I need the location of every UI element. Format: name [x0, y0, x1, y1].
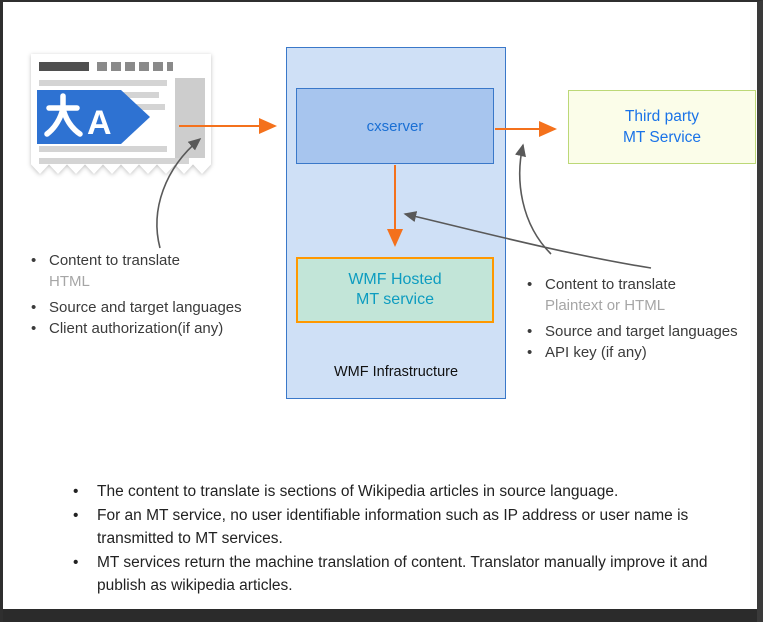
third-party-label-line2: MT Service	[622, 129, 702, 146]
wmf-hosted-mt-box: WMF Hosted MT service	[296, 257, 494, 323]
footnote-item: MT services return the machine translati…	[69, 551, 729, 597]
latin-a-glyph: A	[87, 104, 112, 142]
article-text-line	[39, 146, 167, 152]
translate-icon: A	[37, 90, 150, 144]
list-item: Content to translate	[521, 274, 757, 295]
article-text-line	[39, 80, 167, 86]
wmf-infrastructure-label: WMF Infrastructure	[333, 364, 459, 380]
article-image-placeholder	[175, 78, 205, 158]
footnote-item: The content to translate is sections of …	[69, 480, 729, 503]
list-item: Content to translate	[25, 250, 290, 271]
hosted-label-line1: WMF Hosted	[348, 271, 442, 288]
list-item: Client authorization(if any)	[25, 318, 290, 339]
window-bottom-edge	[3, 609, 757, 622]
cjk-da-glyph	[44, 93, 83, 137]
list-item-muted: HTML	[49, 273, 90, 290]
third-party-mt-box: Third party MT Service	[568, 90, 756, 164]
list-item-muted: Plaintext or HTML	[545, 297, 666, 314]
third-party-label-line1: Third party	[624, 108, 700, 125]
arrow-right-notes-to-third-party-link	[515, 143, 552, 255]
list-item: Source and target languages	[521, 321, 757, 342]
hosted-label-line2: MT service	[356, 291, 434, 308]
list-item: API key (if any)	[521, 342, 757, 363]
cxserver-label: cxserver	[366, 117, 424, 135]
article-headline-bar	[39, 62, 89, 71]
footnotes-list: The content to translate is sections of …	[69, 480, 729, 598]
article-text-line	[39, 158, 189, 164]
left-notes-list: Content to translate HTML Source and tar…	[25, 250, 290, 339]
cxserver-box: cxserver	[296, 88, 494, 164]
right-notes-list: Content to translate Plaintext or HTML S…	[521, 274, 757, 363]
list-item: Source and target languages	[25, 297, 290, 318]
article-subheadline-bar	[97, 62, 173, 71]
footnote-item: For an MT service, no user identifiable …	[69, 504, 729, 550]
